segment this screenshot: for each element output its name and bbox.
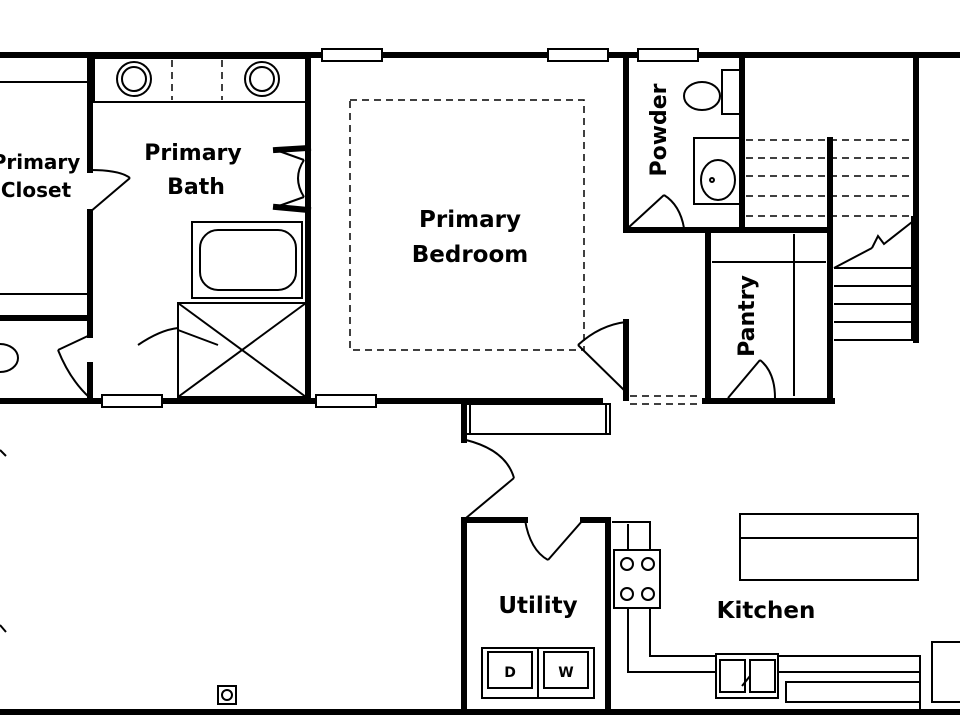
pantry-label: Pantry	[735, 275, 760, 357]
laundry-appliances: D W	[481, 647, 595, 699]
primary-bath-label-line2: Bath	[167, 175, 225, 200]
fixtures	[0, 57, 960, 712]
stairs	[746, 139, 916, 341]
washer	[537, 647, 595, 699]
primary-bath-label-line1: Primary	[144, 141, 241, 166]
dryer-label: D	[504, 665, 516, 681]
utility-label: Utility	[498, 593, 577, 619]
primary-bedroom-label-line2: Bedroom	[412, 242, 529, 268]
windows	[101, 48, 699, 408]
interior-walls	[0, 52, 919, 715]
washer-label: W	[558, 665, 573, 681]
primary-closet-label-line1: Primary	[0, 150, 80, 174]
room-labels: Primary Closet Primary Bath Primary Bedr…	[0, 83, 815, 624]
powder-label: Powder	[647, 83, 672, 176]
primary-bedroom-label-line1: Primary	[419, 207, 521, 233]
doors	[57, 149, 776, 561]
dryer	[481, 647, 539, 699]
primary-closet-label-line2: Closet	[1, 178, 72, 202]
kitchen-label: Kitchen	[717, 598, 816, 624]
